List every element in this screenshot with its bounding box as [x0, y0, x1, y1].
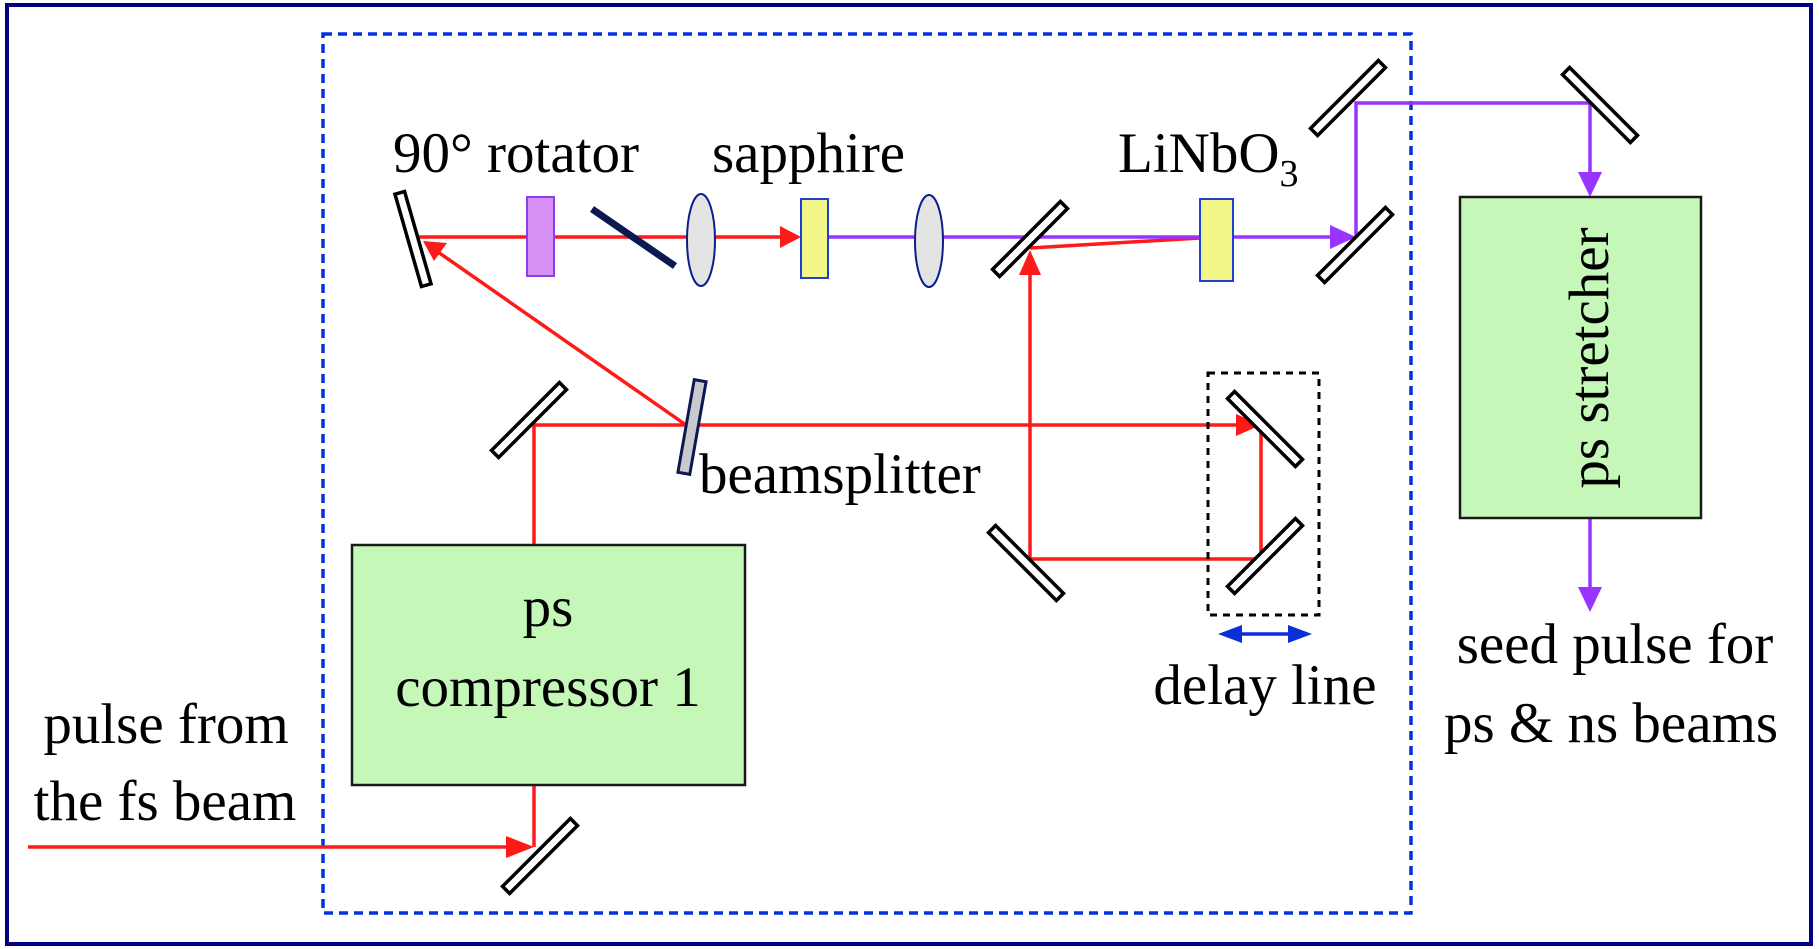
stretcher-box	[1458, 195, 1703, 520]
mirror-compressor-top	[489, 380, 569, 460]
label-linbo3-main: LiNbO	[1118, 122, 1279, 185]
mirror-delay-bottom	[1225, 516, 1305, 596]
arrowhead-rotator-mirror	[423, 241, 447, 261]
arrowhead-violet-stretcher	[1578, 172, 1602, 197]
mirror-delay-top	[1225, 389, 1305, 469]
violet-beam-periscope	[1354, 101, 1592, 237]
label-stretcher: ps stretcher	[1558, 227, 1621, 488]
compressor-box	[350, 543, 747, 787]
mirror-output-lower	[1315, 205, 1395, 285]
label-sapphire: sapphire	[712, 122, 905, 185]
arrowhead-violet-mirror	[1330, 225, 1356, 249]
rotator-plate	[526, 196, 555, 277]
mirror-input	[500, 816, 580, 896]
mirror-stretcher-input	[1560, 65, 1640, 145]
label-linbo3: LiNbO3	[1118, 122, 1298, 195]
label-compressor-line2: compressor 1	[395, 656, 701, 719]
arrowhead-input	[506, 836, 534, 858]
beam-to-linbo3	[1029, 236, 1201, 250]
label-output-line2: ps & ns beams	[1444, 692, 1778, 755]
delay-translation-arrow	[1218, 625, 1312, 643]
sapphire-crystal	[800, 198, 829, 279]
arrowhead-violet-output	[1578, 587, 1602, 612]
mirror-rotator	[392, 189, 434, 289]
delay-line-box	[1206, 371, 1321, 617]
mirror-output-upper	[1308, 58, 1388, 138]
mirror-delay-bottom-left	[986, 523, 1066, 603]
lens-1	[686, 193, 716, 287]
label-input-line1: pulse from	[43, 693, 288, 756]
beam-to-rotator-mirror	[436, 250, 688, 427]
enclosure-dashed-box	[321, 32, 1413, 915]
beamsplitter-plate	[676, 377, 708, 477]
label-delay-line: delay line	[1153, 654, 1376, 717]
label-output-line1: seed pulse for	[1457, 613, 1774, 676]
label-linbo3-subscript: 3	[1279, 153, 1298, 195]
linbo3-crystal	[1199, 198, 1234, 282]
delay-loop-beam	[1028, 268, 1263, 561]
violet-beam-paths	[828, 101, 1592, 590]
outer-frame	[5, 3, 1813, 946]
arrowhead-sapphire	[780, 226, 801, 248]
red-beam-paths	[28, 235, 1263, 849]
polarizer-plate	[590, 206, 677, 269]
mirrors	[392, 58, 1640, 896]
label-rotator: 90° rotator	[393, 122, 639, 185]
label-beamsplitter: beamsplitter	[699, 443, 981, 506]
arrowhead-up-mirror	[1019, 250, 1041, 275]
lens-2	[914, 194, 944, 288]
label-compressor-line1: ps	[523, 576, 574, 639]
mirror-upper-relay	[990, 199, 1070, 279]
label-input-line2: the fs beam	[34, 770, 297, 833]
arrowhead-delay	[1236, 414, 1261, 436]
